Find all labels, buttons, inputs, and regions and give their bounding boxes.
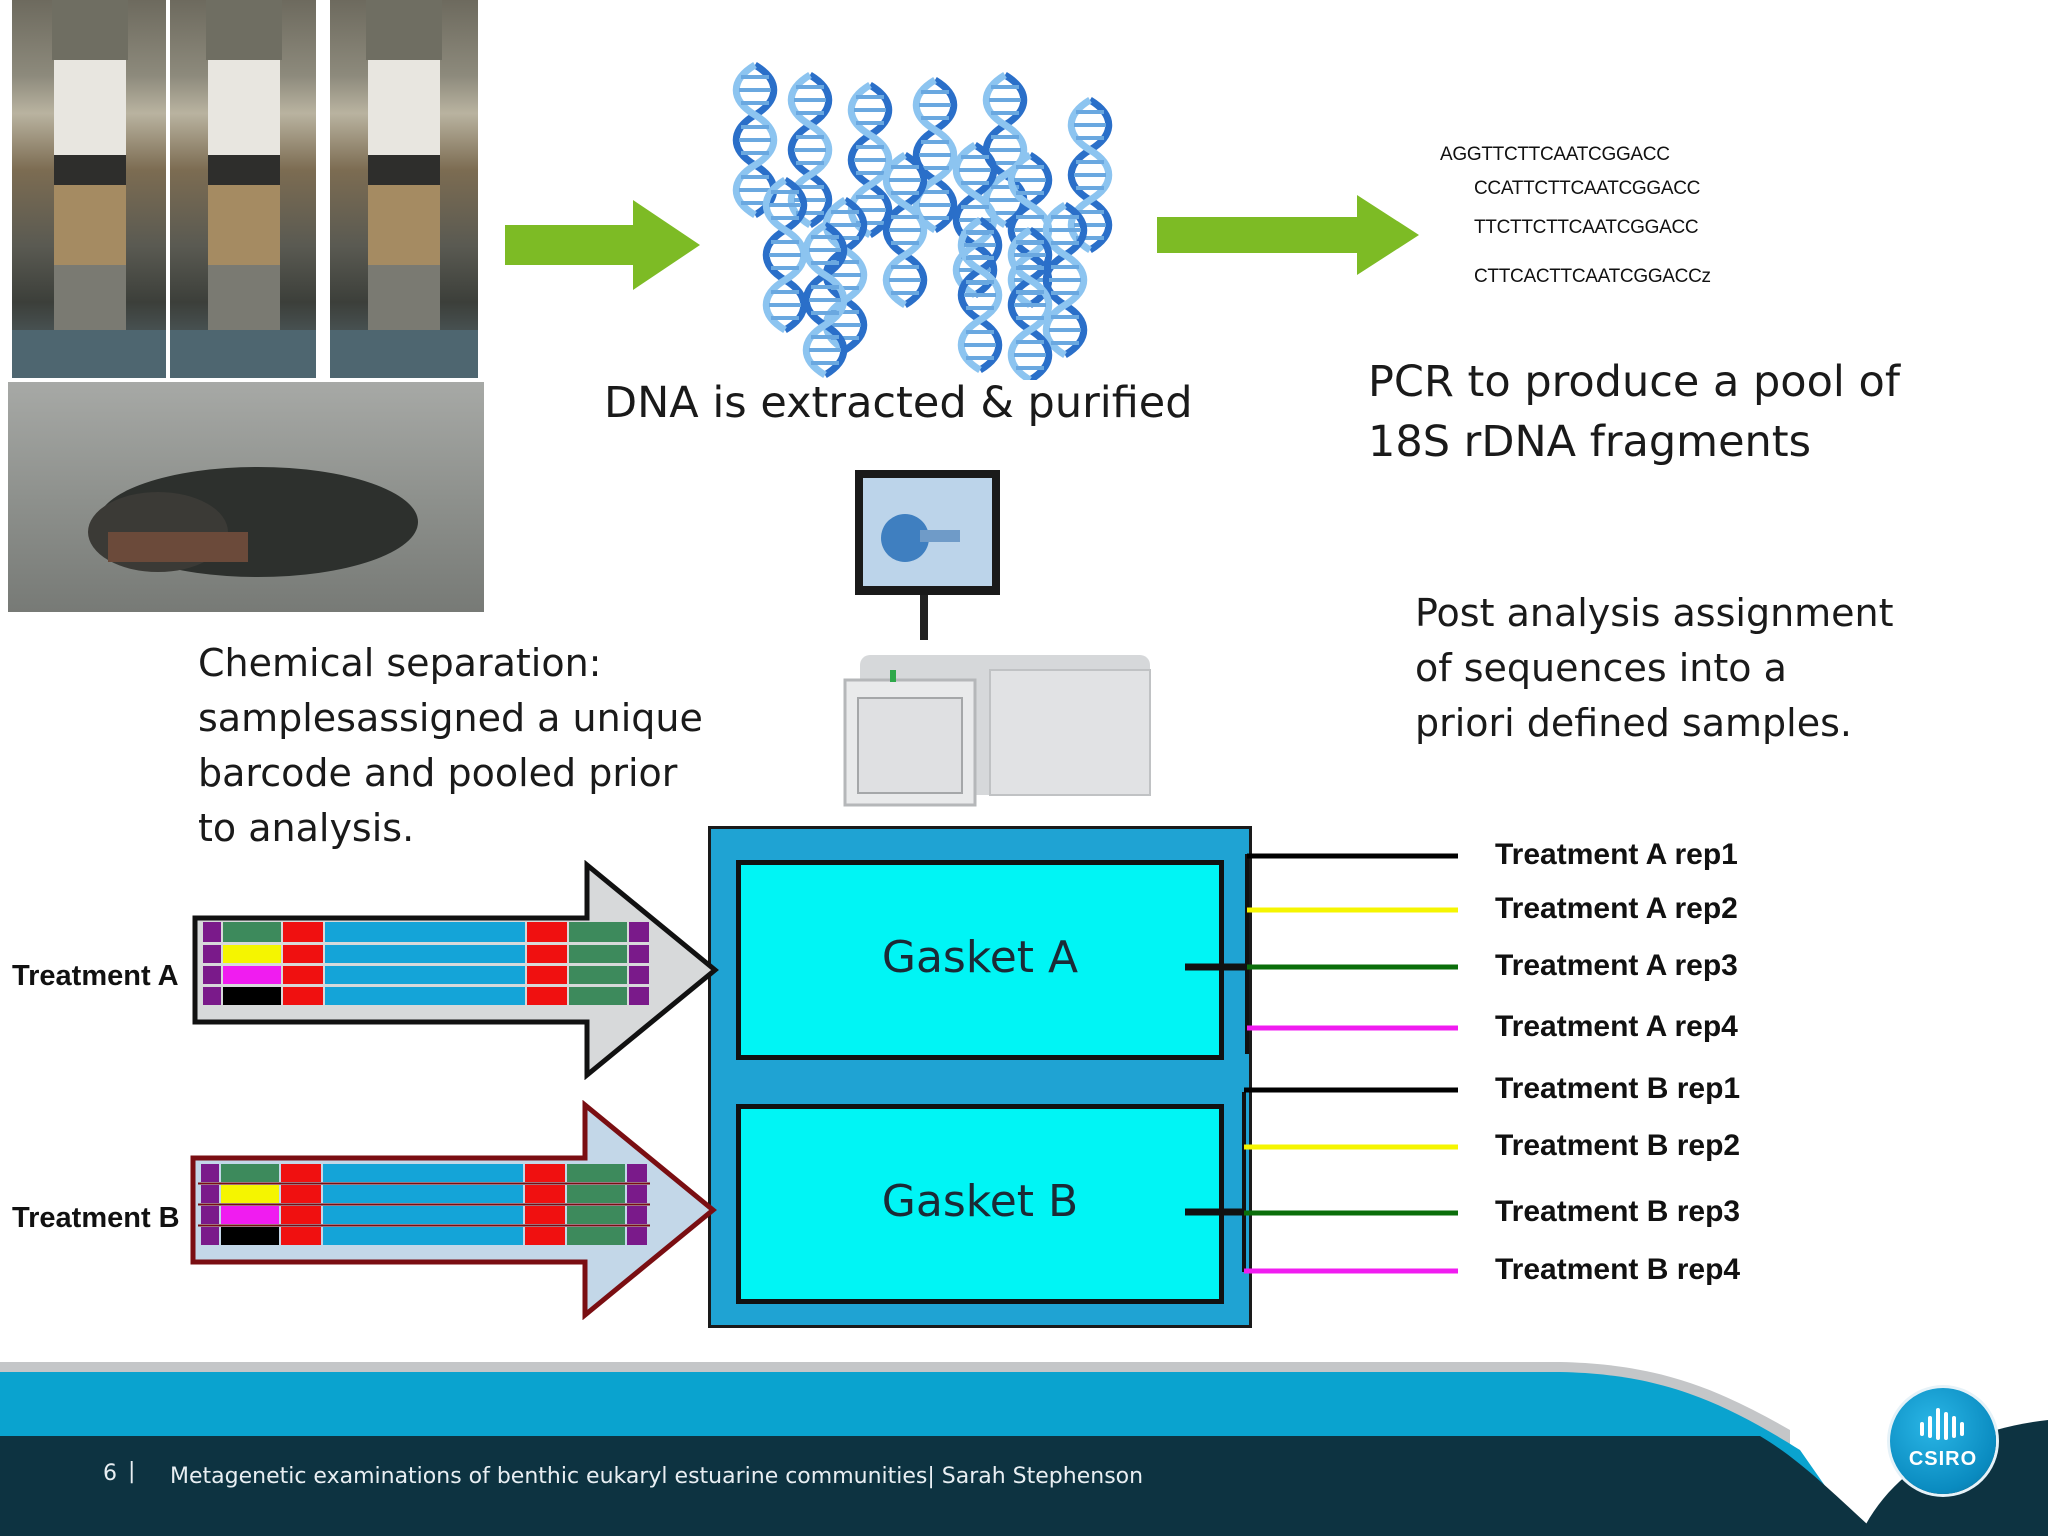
core-shape-3: [330, 0, 478, 378]
sequence-3: TTCTTCTTCAATCGGACC: [1474, 217, 1699, 238]
gasket-b-box: [736, 1104, 1224, 1304]
post-analysis-caption: Post analysis assignment of sequences in…: [1415, 586, 1894, 751]
replicate-label-1: Treatment A rep1: [1495, 838, 1738, 871]
monitor-stand: [920, 595, 928, 640]
output-connectors: [1185, 853, 1458, 1274]
sequence-4: CTTCACTTCAATCGGACCz: [1474, 266, 1711, 287]
sediment-core-photo-2: [170, 0, 316, 378]
sequencer-machine: [843, 470, 1151, 807]
post-caption-line3: priori defined samples.: [1415, 701, 1852, 745]
chemical-caption-line2: samplesassigned a unique: [198, 696, 703, 740]
pcr-caption: PCR to produce a pool of 18S rDNA fragme…: [1368, 352, 1900, 472]
footer-band: [0, 1362, 2048, 1536]
treatment-a-arrow: [192, 860, 719, 1080]
sediment-core-photo-1: [12, 0, 166, 378]
crocodile-shape: [88, 467, 418, 577]
post-caption-line2: of sequences into a: [1415, 646, 1787, 690]
replicate-label-8: Treatment B rep4: [1495, 1253, 1741, 1286]
green-arrow-2: [1157, 195, 1419, 275]
csiro-logo: CSIRO: [1890, 1388, 1996, 1494]
gasket-b-label: Gasket B: [881, 1176, 1079, 1227]
footer-separator: |: [128, 1459, 136, 1484]
core-shape-2: [170, 0, 316, 378]
replicate-label-3: Treatment A rep3: [1495, 949, 1738, 982]
crocodile-photo: [8, 382, 484, 612]
replicate-label-4: Treatment A rep4: [1495, 1010, 1738, 1043]
treatment-b-arrow: [190, 1100, 717, 1320]
footer-page-number: 6: [103, 1461, 117, 1486]
treatment-b-barcode-strips: [198, 1164, 650, 1245]
gasket-a-label: Gasket A: [881, 932, 1079, 983]
post-caption-line1: Post analysis assignment: [1415, 591, 1894, 635]
core-shape-1: [12, 0, 166, 378]
sediment-core-photo-3: [330, 0, 478, 378]
chemical-caption-line3: barcode and pooled prior: [198, 751, 678, 795]
csiro-logo-text: CSIRO: [1908, 1448, 1978, 1470]
treatment-b-label: Treatment B: [12, 1202, 180, 1234]
sequence-2: CCATTCTTCAATCGGACC: [1474, 178, 1701, 199]
replicate-label-7: Treatment B rep3: [1495, 1195, 1741, 1228]
pcr-caption-line2: 18S rDNA fragments: [1368, 417, 1812, 467]
dna-extracted-caption: DNA is extracted & purified: [604, 378, 1193, 428]
treatment-a-label: Treatment A: [12, 960, 179, 992]
green-arrow-1: [505, 200, 700, 290]
csiro-logo-bars-icon: [1920, 1408, 1964, 1440]
footer-title: Metagenetic examinations of benthic euka…: [170, 1464, 1144, 1489]
replicate-label-2: Treatment A rep2: [1495, 892, 1738, 925]
dna-helix-cluster: [725, 60, 1155, 380]
chemical-caption-line1: Chemical separation:: [198, 641, 602, 685]
replicate-label-6: Treatment B rep2: [1495, 1129, 1741, 1162]
pcr-caption-line1: PCR to produce a pool of: [1368, 357, 1900, 407]
sequence-1: AGGTTCTTCAATCGGACC: [1440, 144, 1670, 165]
replicate-lines: [1244, 853, 1458, 1274]
gasket-a-box: [736, 860, 1224, 1060]
chemical-caption-line4: to analysis.: [198, 806, 415, 850]
chemical-separation-caption: Chemical separation: samplesassigned a u…: [198, 636, 703, 856]
replicate-label-5: Treatment B rep1: [1495, 1072, 1741, 1105]
treatment-a-barcode-strips: [203, 922, 649, 1005]
